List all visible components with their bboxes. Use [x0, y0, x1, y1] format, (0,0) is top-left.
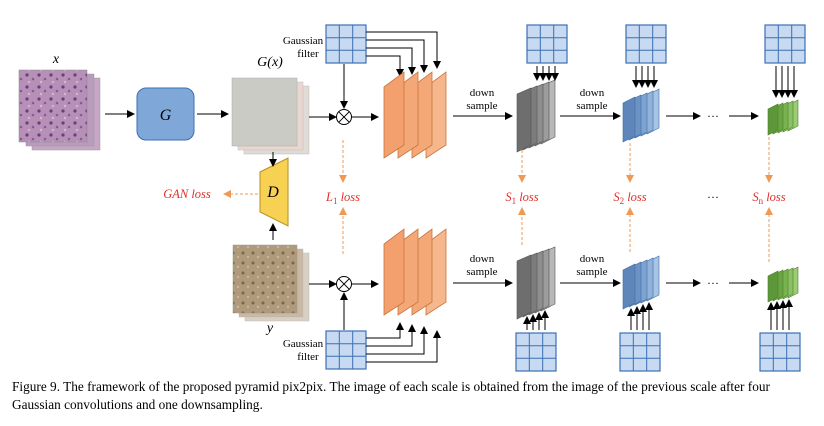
sn-loss-label: Sn loss — [752, 190, 785, 206]
gan-loss-label: GAN loss — [163, 187, 211, 201]
scale1-stack-bottom — [516, 246, 556, 320]
gaussian-conv-stack-bottom — [383, 228, 447, 316]
down-sample-1-top-line2: sample — [466, 100, 497, 112]
s2-loss-label: S2 loss — [613, 190, 646, 206]
down-sample-2-top-line2: sample — [576, 100, 607, 112]
label-gx: G(x) — [257, 55, 283, 70]
gaussian-filter-bottom-line1: Gaussian — [283, 338, 324, 350]
down-sample-2-top-line1: down — [580, 87, 605, 99]
down-sample-1-bottom-line1: down — [470, 253, 495, 265]
gaussian-filter-bottom-line2: filter — [297, 351, 319, 363]
down-sample-2-bottom-line2: sample — [576, 266, 607, 278]
figure-caption: Figure 9. The framework of the proposed … — [12, 379, 770, 412]
scale2-stack-top — [622, 88, 660, 143]
filter-feed-lines-bottom — [366, 322, 441, 363]
ellipsis-bottom: ··· — [707, 276, 719, 290]
scale2-stack-bottom — [622, 255, 660, 310]
down-sample-1-top-line1: down — [470, 87, 495, 99]
gaussian-filter-grid-bottom — [325, 330, 367, 370]
generator-block — [136, 87, 195, 141]
multiply-op-top — [336, 109, 352, 125]
label-y: y — [265, 321, 274, 336]
target-image-y — [232, 244, 310, 322]
filter-grid-scalen-top — [764, 24, 806, 64]
input-image-x — [18, 69, 101, 151]
multiply-op-bottom — [336, 276, 352, 292]
ellipsis-top: ··· — [707, 109, 719, 123]
discriminator-label: D — [266, 184, 279, 201]
s1-loss-label: S1 loss — [505, 190, 538, 206]
down-sample-1-bottom-line2: sample — [466, 266, 497, 278]
filter-feed-lines-top — [366, 31, 441, 77]
filter-grid-scale2-bottom — [619, 332, 661, 372]
filter-grid-scale1-top — [526, 24, 568, 64]
discriminator-block — [259, 157, 289, 227]
scale1-stack-top — [516, 79, 556, 153]
filter-grid-scale2-top — [625, 24, 667, 64]
generated-image-gx — [231, 77, 310, 155]
gaussian-filter-top-line1: Gaussian — [283, 35, 324, 47]
scalen-stack-top — [767, 99, 799, 136]
gaussian-conv-stack-top — [383, 71, 447, 159]
down-sample-2-bottom-line1: down — [580, 253, 605, 265]
gaussian-filter-top-line2: filter — [297, 48, 319, 60]
l1-loss-label: L1 loss — [325, 190, 360, 206]
ellipsis-middle: ··· — [707, 190, 719, 204]
gaussian-filter-grid-top — [325, 24, 367, 64]
filter-grid-scalen-bottom — [759, 332, 801, 372]
scalen-stack-bottom — [767, 266, 799, 303]
filter-grid-scale1-bottom — [515, 332, 557, 372]
label-x: x — [52, 52, 60, 67]
generator-label: G — [160, 107, 172, 124]
